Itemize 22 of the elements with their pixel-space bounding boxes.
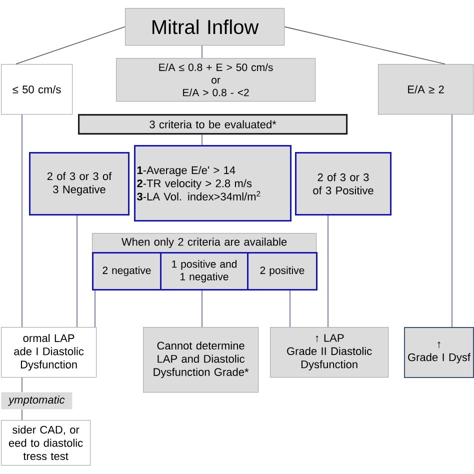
note-box: ymptomatic (1, 392, 72, 410)
connector-line (94, 290, 96, 328)
condition-box: E/A ≤ 0.8 + E > 50 cm/s or E/A > 0.8 - <2 (116, 58, 316, 102)
outcome-box: ormal LAP ade I Diastolic Dysfunction (1, 327, 97, 378)
condition-box: ≤ 50 cm/s (1, 64, 73, 115)
result-box: 2 of 3 or 3 of 3 Positive (295, 152, 392, 216)
header-box: When only 2 criteria are available (92, 233, 317, 253)
connector-line (76, 215, 78, 328)
option-box: 1 positive and 1 negative (160, 252, 248, 290)
option-box: 2 negative (92, 252, 162, 290)
outcome-box: ↑ Grade I Dysf (404, 327, 474, 378)
outcome-box: sider CAD, or eed to diastolic tress test (1, 420, 91, 466)
connector-line (16, 26, 126, 64)
outcome-box: ↑ LAP Grade II Diastolic Dysfunction (270, 327, 389, 378)
criteria-box: 1-Average E/e' > 14 2-TR velocity > 2.8 m/s 3-LA Vol. index>34ml/m$^{2}$ (134, 145, 292, 222)
result-box: 2 of 3 or 3 of 3 Negative (29, 152, 130, 216)
header-box: 3 criteria to be evaluated* (78, 114, 348, 135)
title-box: Mitral Inflow (125, 8, 285, 46)
option-box: 2 positive (247, 252, 318, 290)
connector-line (284, 26, 446, 64)
outcome-box: Cannot determine LAP and Diastolic Dysfunction Grade* (143, 327, 259, 393)
condition-box: E/A ≥ 2 (378, 64, 474, 115)
